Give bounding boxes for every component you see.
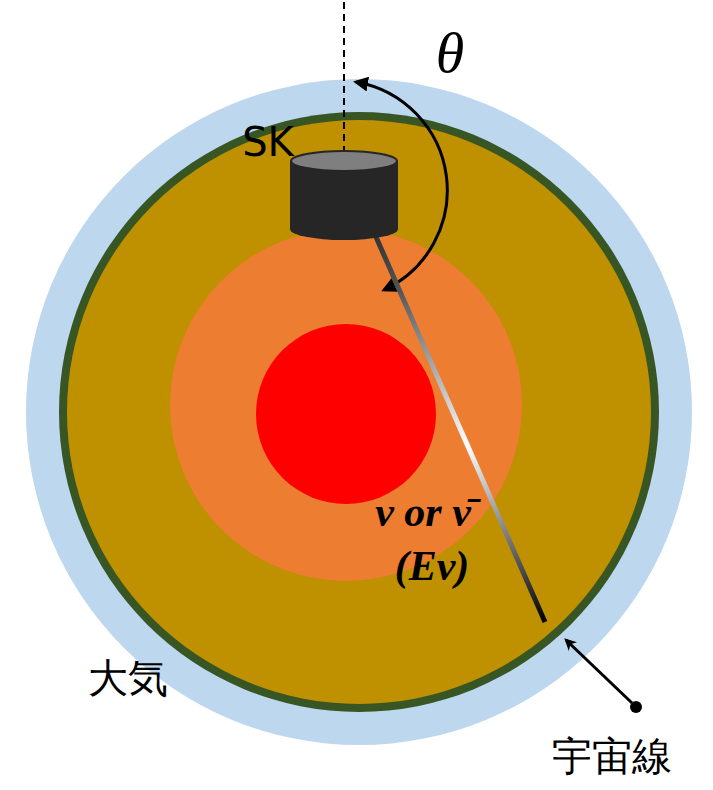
- inner-core: [256, 324, 436, 504]
- atmosphere: [26, 79, 692, 745]
- zenith-line: [343, 2, 345, 160]
- cosmic-ray-arrow: [566, 640, 632, 703]
- cosmic-ray-label: 宇宙線: [552, 729, 672, 784]
- angle-symbol: θ: [436, 19, 465, 86]
- cylinder-top: [291, 151, 397, 171]
- neutrino-track: [362, 205, 545, 622]
- earth-surface-ring: [59, 112, 659, 712]
- cylinder-shape: [290, 150, 398, 240]
- neutrino-label: ν or ν̄: [375, 488, 471, 536]
- outer-core: [170, 229, 522, 581]
- cosmic-ray-dot: [630, 701, 642, 713]
- atmosphere-label: 大気: [88, 651, 168, 706]
- detector-cylinder: SK: [290, 150, 398, 240]
- detector-label: SK: [242, 119, 294, 165]
- energy-label: (Eν): [395, 542, 470, 590]
- cylinder-body: [290, 161, 398, 240]
- mantle: [67, 120, 651, 704]
